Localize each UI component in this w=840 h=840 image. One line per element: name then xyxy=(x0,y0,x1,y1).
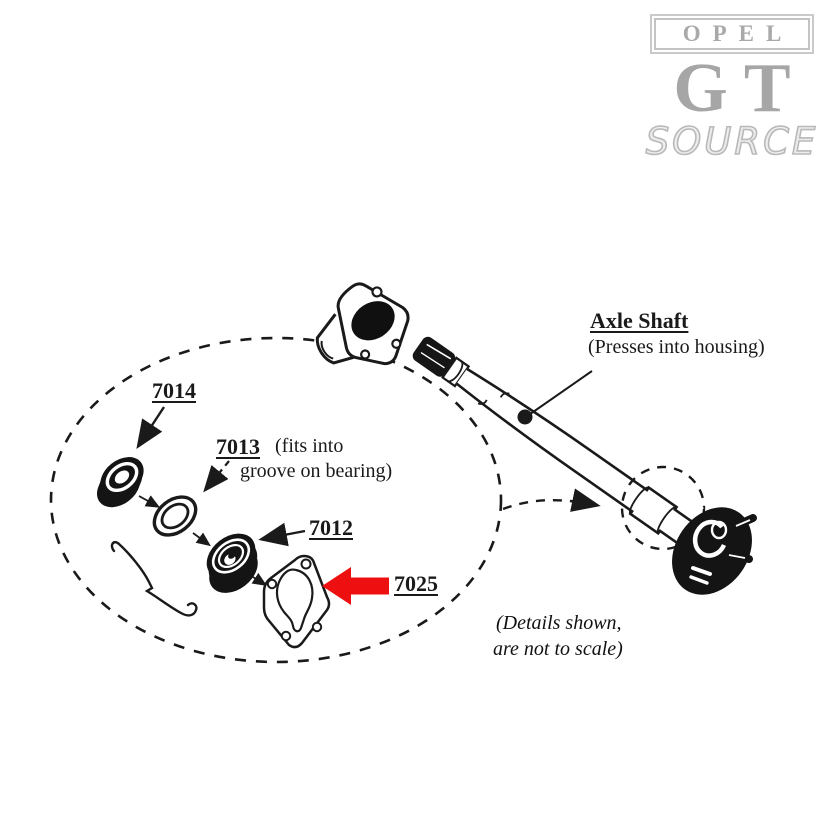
axle-shaft-drawing xyxy=(412,336,699,548)
part-note-7013-line1: (fits into xyxy=(275,435,344,457)
gasket-7025-drawing xyxy=(262,554,331,649)
circlip-7013-drawing xyxy=(152,495,198,537)
exploded-connectors xyxy=(138,495,268,586)
scale-note-line1: (Details shown, xyxy=(496,612,622,634)
detail-circle xyxy=(620,465,706,551)
part-label-7025: 7025 xyxy=(394,571,438,596)
retainer-wire-drawing xyxy=(110,540,198,617)
detail-ellipse xyxy=(49,336,503,664)
logo-suffix: SOURCE xyxy=(645,120,819,163)
bearing-7012-drawing xyxy=(206,533,258,593)
housing-flange-drawing xyxy=(315,282,410,366)
opel-logo-frame: OPEL xyxy=(650,14,814,54)
scale-note-line2: are not to scale) xyxy=(493,638,623,660)
logo-model: GT xyxy=(673,50,807,127)
logo-brand: OPEL xyxy=(682,21,794,46)
axle-shaft-subtitle: (Presses into housing) xyxy=(588,336,765,358)
arrow-7014 xyxy=(136,406,166,450)
part-note-7013-line2: groove on bearing) xyxy=(240,460,393,482)
seal-7014-drawing xyxy=(96,457,144,508)
highlight-arrow-7025-icon xyxy=(322,567,389,605)
opel-gt-source-logo: OPEL GT SOURCE xyxy=(636,14,828,162)
part-label-7014: 7014 xyxy=(152,378,196,403)
part-label-7012: 7012 xyxy=(309,515,353,540)
part-label-7013: 7013 xyxy=(216,434,260,459)
hub-flange-drawing xyxy=(672,506,757,595)
arrow-7012 xyxy=(258,522,306,547)
detail-link-arrow xyxy=(502,488,601,512)
axle-shaft-title: Axle Shaft xyxy=(590,308,689,333)
axle-label-pointer xyxy=(517,370,593,425)
arrow-7013-dashed xyxy=(203,460,230,493)
